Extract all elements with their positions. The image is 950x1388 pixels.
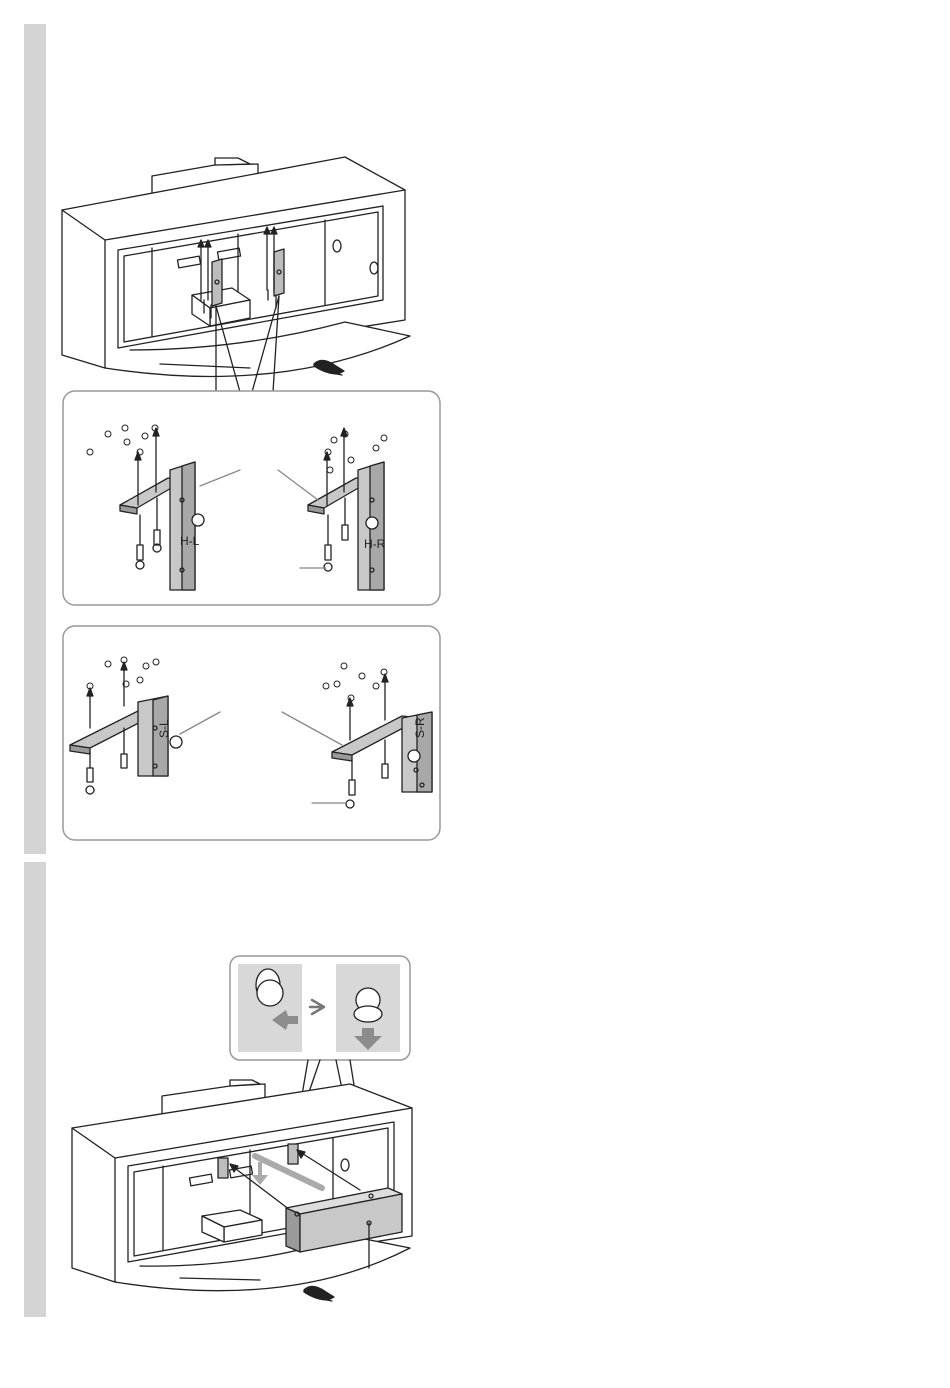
bracket-label-h-l: H-L: [180, 534, 200, 548]
remote-arrow-icon: [314, 360, 344, 375]
knob-after: [354, 988, 382, 1022]
bracket-label-s-r: S-R: [413, 717, 427, 738]
bracket-label-s-l: S-L: [157, 719, 171, 738]
tv-stand-rear-top: [62, 157, 410, 376]
tv-stand-rear-bottom: [72, 1080, 412, 1291]
remote-arrow-icon: [304, 1286, 334, 1301]
bracket-label-h-r: H-R: [364, 537, 386, 551]
